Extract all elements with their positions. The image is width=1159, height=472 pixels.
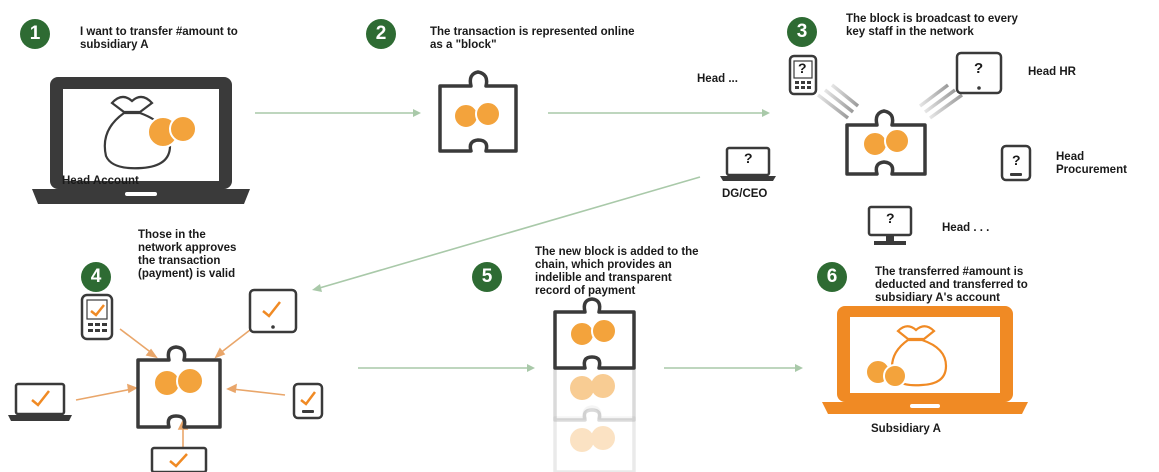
approval-arrows xyxy=(75,328,286,447)
step-badge-3: 3 xyxy=(787,17,817,47)
step-badge-4: 4 xyxy=(81,262,111,292)
broadcast-waves xyxy=(795,83,985,196)
phone-icon-approved xyxy=(80,293,114,341)
connector-arrow-5-6 xyxy=(664,364,803,372)
block-icon-step4 xyxy=(136,345,222,429)
label-head-procurement: Head Procurement xyxy=(1056,151,1127,176)
step-3-text: The block is broadcast to every key staf… xyxy=(846,13,1018,38)
step-5-text: The new block is added to the chain, whi… xyxy=(535,246,699,297)
chain-block-faded-2 xyxy=(553,405,636,472)
step-badge-2: 2 xyxy=(366,19,396,49)
step-badge-1: 1 xyxy=(20,19,50,49)
connector-arrow-2-3 xyxy=(548,109,770,117)
tablet-icon-approved xyxy=(248,288,298,334)
block-icon-step3 xyxy=(845,109,927,176)
step-6-text: The transferred #amount is deducted and … xyxy=(875,266,1028,304)
label-dg-ceo: DG/CEO xyxy=(722,188,768,200)
laptop-icon-dg-ceo xyxy=(720,146,776,181)
step-badge-5: 5 xyxy=(472,262,502,292)
monitor-icon-approved xyxy=(150,446,208,472)
laptop-icon-approved xyxy=(8,382,72,421)
label-subsidiary-a: Subsidiary A xyxy=(871,423,941,435)
question-mark-head-top: ? xyxy=(798,60,807,76)
chain-block-new xyxy=(553,297,636,370)
laptop-icon-subsidiary-a xyxy=(822,306,1028,414)
label-head-top: Head ... xyxy=(697,73,738,85)
tablet-icon-head-hr xyxy=(955,51,1003,95)
step-badge-6: 6 xyxy=(817,262,847,292)
label-head-hr: Head HR xyxy=(1028,66,1076,78)
connector-arrow-3-4 xyxy=(312,176,701,292)
block-icon-step2 xyxy=(438,70,518,153)
connector-arrow-4-5 xyxy=(358,364,535,372)
step-2-text: The transaction is represented online as… xyxy=(430,26,635,51)
monitor-icon-head-bottom xyxy=(867,205,913,245)
laptop-icon-head-account xyxy=(32,77,250,204)
label-head-bottom: Head . . . xyxy=(942,222,990,234)
question-mark-dg-ceo: ? xyxy=(744,150,753,166)
label-head-account: Head Account xyxy=(62,175,139,187)
question-mark-head-hr: ? xyxy=(974,60,984,77)
question-mark-head-procurement: ? xyxy=(1012,152,1021,168)
step-1-text: I want to transfer #amount to subsidiary… xyxy=(80,26,238,51)
chain-block-faded-1 xyxy=(553,353,636,422)
step-4-text: Those in the network approves the transa… xyxy=(138,229,237,280)
question-mark-head-bottom: ? xyxy=(886,210,895,226)
connector-arrow-1-2 xyxy=(255,109,421,117)
phone-icon-approved-right xyxy=(292,382,324,420)
phone-icon-head-top xyxy=(788,54,818,96)
phone-icon-head-procurement xyxy=(1000,144,1032,182)
